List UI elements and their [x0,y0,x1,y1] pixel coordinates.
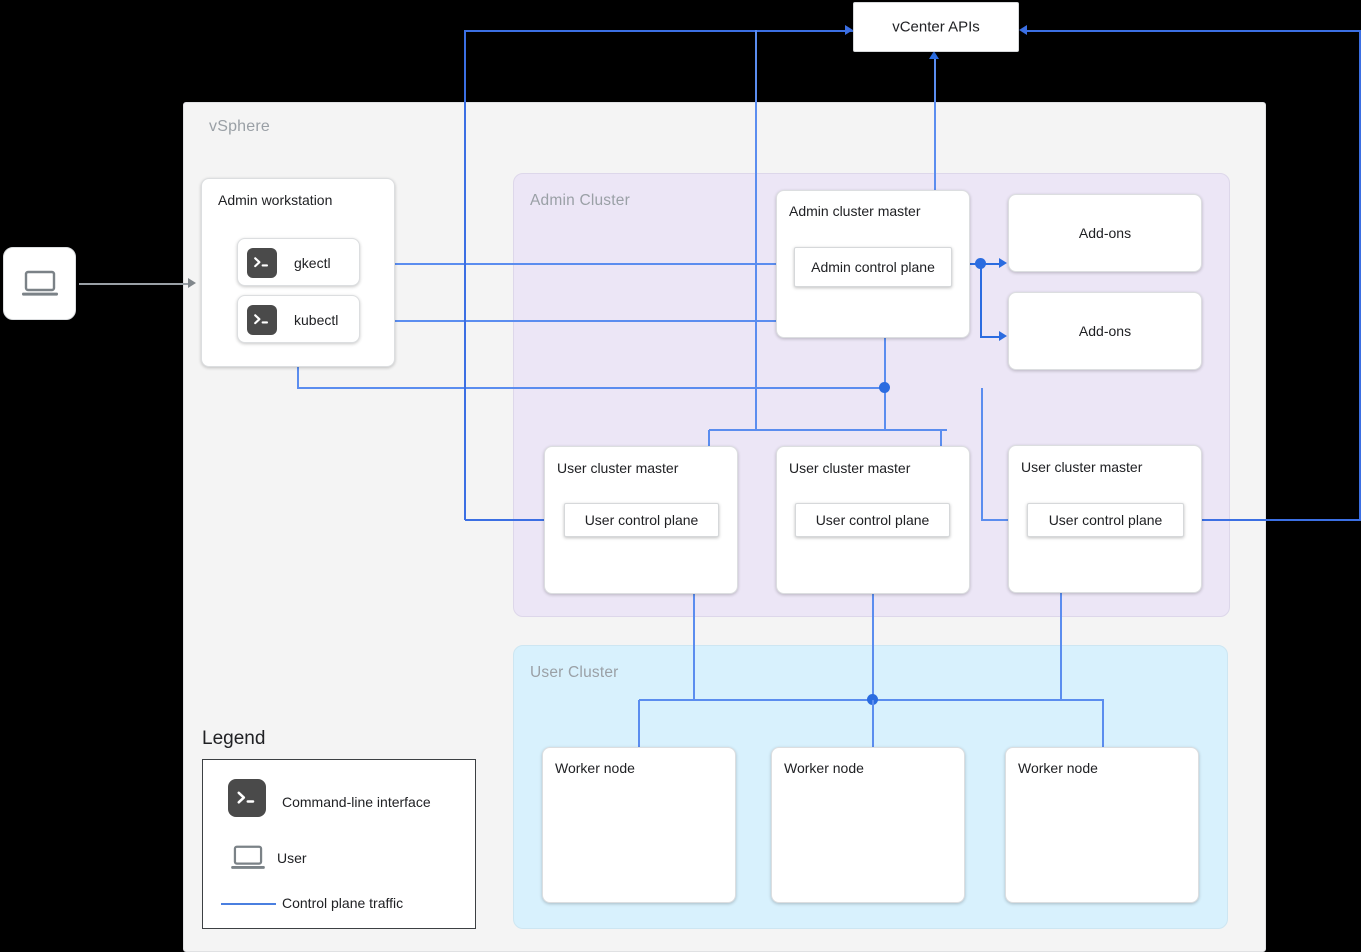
arrow-into-vcenter-left [845,25,853,35]
worker-node-title-3: Worker node [1018,760,1098,776]
line-worker-bus-left-down [638,700,640,748]
legend-label-control-plane-traffic: Control plane traffic [282,895,404,911]
line-right-edge-vertical [1359,30,1361,520]
terminal-icon [247,248,277,278]
worker-node-title-1: Worker node [555,760,635,776]
terminal-icon [247,305,277,335]
worker-node-card-3[interactable]: Worker node [1005,747,1199,903]
user-node[interactable] [3,247,76,320]
line-worker-bus-mid-down [872,700,874,748]
arrow-user-to-workstation [188,278,196,288]
user-cluster-label: User Cluster [530,664,619,681]
line-ucp3-down-to-workers [1060,536,1062,700]
addons-label-1: Add-ons [1078,225,1132,241]
line-gkectl-to-admin-cp [360,263,790,265]
admin-cluster-label: Admin Cluster [530,192,630,209]
line-ucm3-branch-down [981,388,983,520]
admin-workstation-card[interactable]: Admin workstation [201,178,395,367]
legend-title: Legend [202,728,266,749]
line-addons-branch-down [980,264,982,337]
legend-label-user: User [277,850,307,866]
line-workstation-bus-horizontal [297,387,885,389]
tool-chip-label-kubectl: kubectl [294,312,339,328]
line-ucp3-to-right-edge [1185,519,1361,521]
user-control-plane-label-1: User control plane [584,512,699,528]
addons-label-2: Add-ons [1078,323,1132,339]
laptop-icon [4,248,75,319]
line-ucp2-down-to-workers [872,536,874,700]
admin-control-plane-label: Admin control plane [811,259,935,275]
line-kubectl-horizontal [360,320,874,322]
user-control-plane-label-2: User control plane [815,512,930,528]
worker-node-title-2: Worker node [784,760,864,776]
line-ucm3-branch-right [981,519,1024,521]
user-control-plane-label-3: User control plane [1048,512,1163,528]
line-vcenter-left-to-ucp1 [465,519,565,521]
user-control-plane-card-3[interactable]: User control plane [1027,503,1184,537]
junction-dot-worker-bus [867,694,878,705]
worker-node-card-1[interactable]: Worker node [542,747,736,903]
line-swatch-icon [221,903,276,905]
vcenter-apis-label: vCenter APIs [892,18,980,36]
user-control-plane-card-2[interactable]: User control plane [795,503,950,537]
addons-card-2[interactable]: Add-ons [1008,292,1202,370]
user-cluster-master-title-2: User cluster master [789,460,911,476]
line-ucp1-down-to-workers [693,536,695,700]
vsphere-label: vSphere [209,118,270,135]
admin-control-plane-card[interactable]: Admin control plane [794,247,952,287]
tool-chip-gkectl[interactable]: gkectl [237,238,360,286]
line-to-addons-2 [980,336,1002,338]
worker-node-card-2[interactable]: Worker node [771,747,965,903]
junction-dot-admin-bus [879,382,890,393]
line-vcenter-left-vertical [464,30,466,520]
admin-cluster-master-title: Admin cluster master [789,203,921,219]
user-cluster-master-title-1: User cluster master [557,460,679,476]
vcenter-apis-box[interactable]: vCenter APIs [853,2,1019,52]
arrow-into-addons-2 [999,331,1007,341]
line-admin-cp-up-to-vcenter [934,58,936,264]
line-right-edge-to-vcenter [1027,30,1360,32]
admin-workstation-title: Admin workstation [218,192,333,208]
user-control-plane-card-1[interactable]: User control plane [564,503,719,537]
line-worker-bus-right-down [1102,700,1104,748]
user-cluster-master-title-3: User cluster master [1021,459,1143,475]
junction-dot-addons [975,258,986,269]
line-ucm-feed-horizontal [709,429,947,431]
addons-card-1[interactable]: Add-ons [1008,194,1202,272]
arrow-into-addons-1 [999,258,1007,268]
tool-chip-kubectl[interactable]: kubectl [237,295,360,343]
laptop-icon [229,843,267,873]
line-vcenter-branch-x756 [755,30,757,430]
line-vcenter-left-top [465,30,855,32]
arrow-admin-cp-to-vcenter [929,51,939,59]
legend-label-cli: Command-line interface [282,794,431,810]
line-bus-down-to-ucm2 [884,388,886,430]
tool-chip-label-gkectl: gkectl [294,255,331,271]
line-user-to-workstation [79,283,189,285]
arrow-into-vcenter-right [1019,25,1027,35]
terminal-icon [228,779,266,817]
